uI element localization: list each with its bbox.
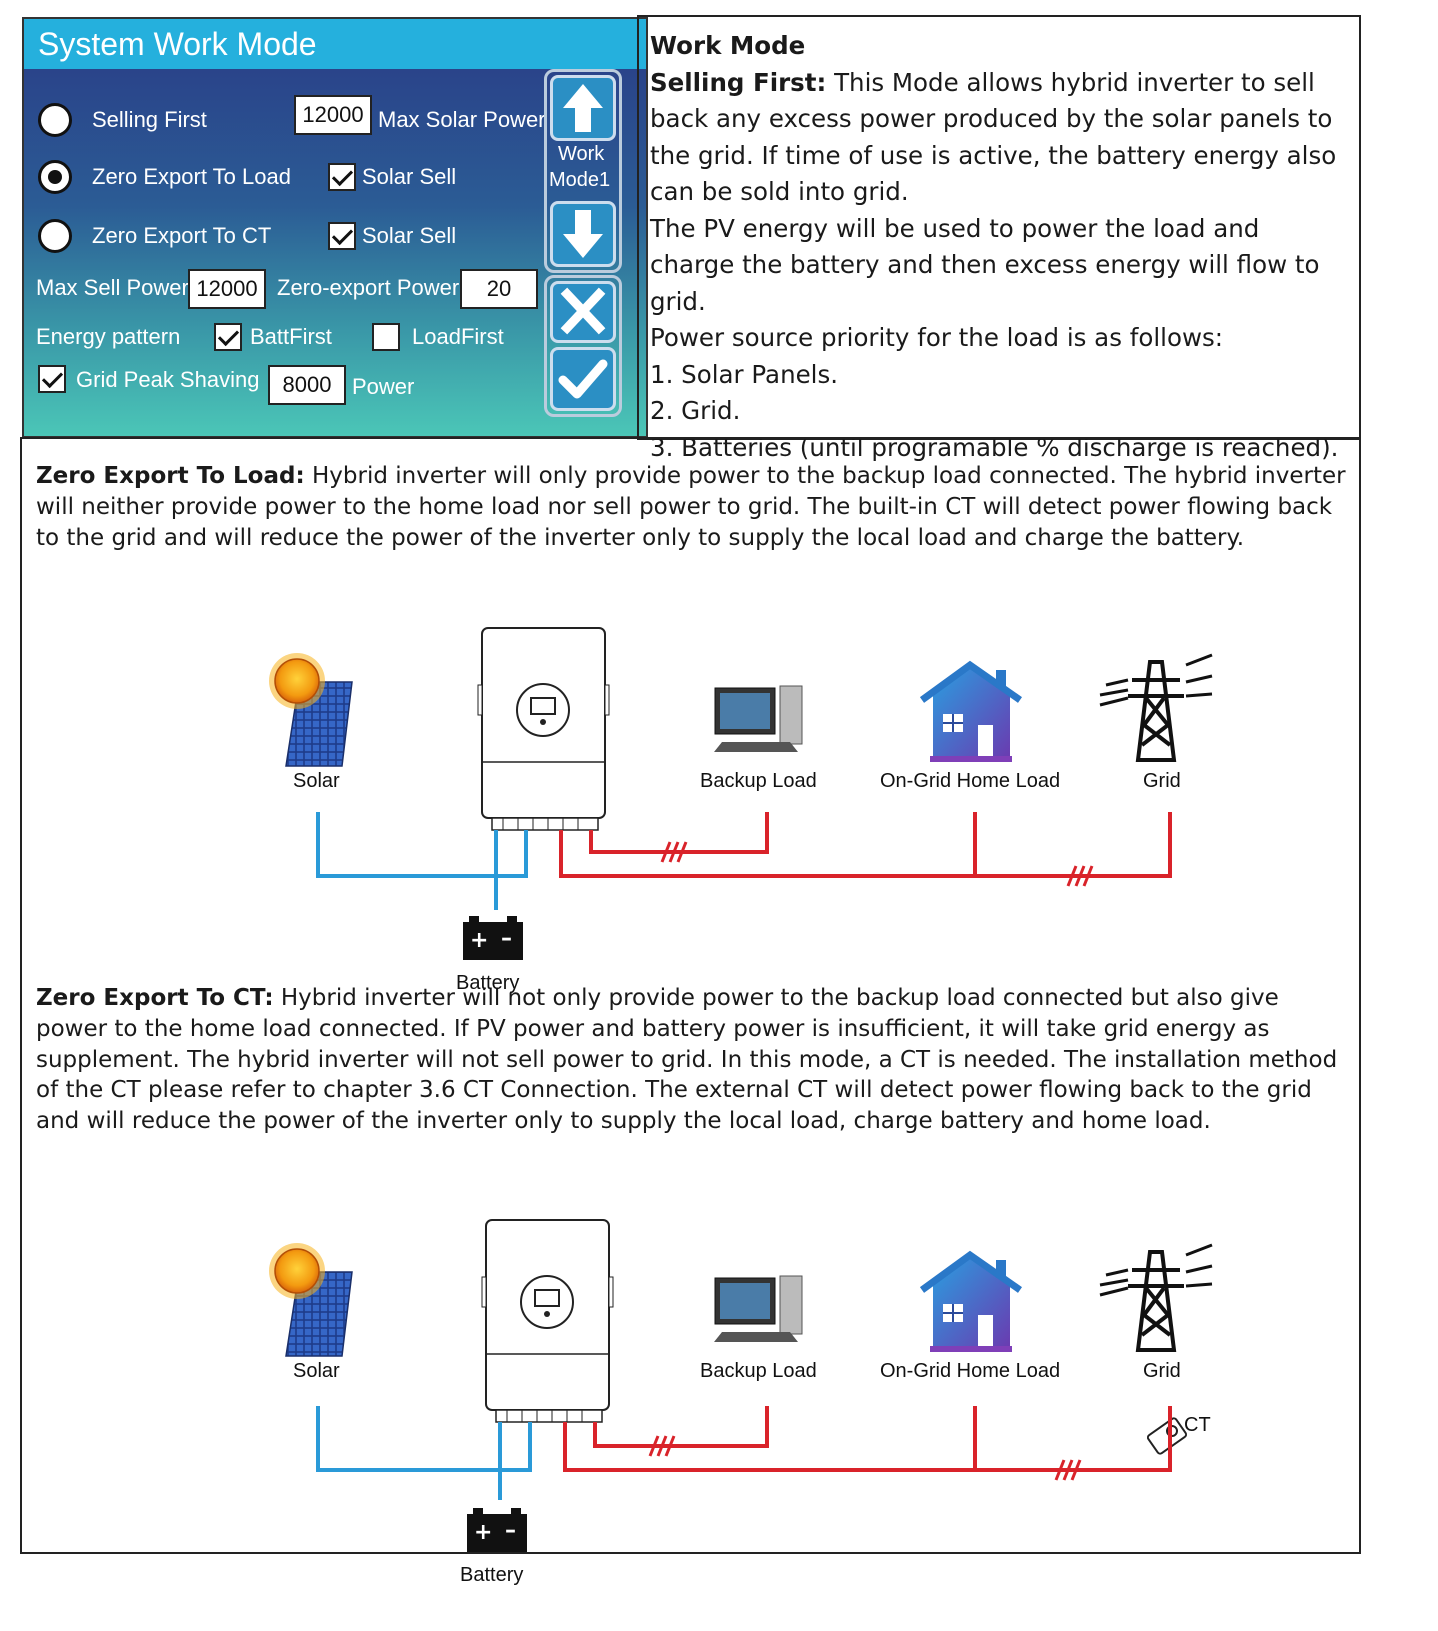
work-mode-label-1: Work (558, 143, 605, 165)
load-first-checkbox[interactable] (372, 323, 400, 351)
selling-first-title: Selling First: (650, 67, 827, 97)
page-up-button[interactable] (550, 75, 616, 141)
sun-icon-2 (269, 1243, 325, 1299)
selling-first-body: This Mode allows hybrid inverter to sell… (650, 67, 1337, 207)
zero-export-load-paragraph: Zero Export To Load: Hybrid inverter wil… (36, 461, 1354, 553)
solar-sell-checkbox-2[interactable] (328, 222, 356, 250)
zero-export-power-label: Zero-export Power (277, 275, 460, 300)
load-first-label: LoadFirst (412, 324, 504, 349)
priority-intro: Power source priority for the load is as… (650, 323, 1224, 352)
label-ct: CT (1184, 1414, 1211, 1436)
computer-icon (714, 685, 803, 752)
label-backup-load-1: Backup Load (700, 770, 817, 792)
diagram-zero-export-load: + – (269, 627, 1213, 960)
solar-sell-checkbox-1[interactable] (328, 163, 356, 191)
zero-export-ct-title: Zero Export To CT: (36, 985, 274, 1011)
page-down-button[interactable] (550, 201, 616, 267)
battery-icon: + – (463, 916, 523, 960)
grid-peak-shaving-checkbox[interactable] (38, 365, 66, 393)
grid-peak-shaving-label: Grid Peak Shaving (76, 367, 260, 392)
mode-label-zero-export-load: Zero Export To Load (92, 164, 291, 189)
zero-export-power-input[interactable]: 20 (460, 269, 538, 309)
panel-title: System Work Mode (24, 19, 646, 69)
arrow-up-icon (563, 84, 603, 132)
peak-power-input[interactable]: 8000 (268, 365, 346, 405)
work-mode-label-2: Mode1 (549, 169, 611, 191)
zero-export-ct-paragraph: Zero Export To CT: Hybrid inverter will … (36, 983, 1354, 1137)
dc-wiring-2 (316, 1406, 532, 1500)
house-icon (919, 660, 1023, 762)
selling-first-paragraph: Selling First: This Mode allows hybrid i… (650, 65, 1350, 211)
system-work-mode-panel: System Work Mode Selling First Zero Expo… (22, 17, 648, 438)
inverter-icon (477, 627, 610, 831)
cancel-button[interactable] (550, 281, 616, 343)
work-mode-description-box (637, 15, 1361, 440)
svg-text:+: + (470, 928, 488, 953)
max-sell-power-label: Max Sell Power (36, 275, 189, 300)
check-icon (558, 359, 608, 399)
ac-wiring (559, 812, 1172, 887)
energy-pattern-label: Energy pattern (36, 324, 181, 349)
transmission-tower-icon-2 (1099, 1243, 1213, 1352)
batt-first-label: BattFirst (250, 324, 332, 349)
label-backup-load-2: Backup Load (700, 1360, 817, 1382)
zero-export-ct-body: Hybrid inverter will not only provide po… (36, 985, 1338, 1135)
ct-clamp-icon (1146, 1417, 1188, 1455)
svg-text:–: – (501, 926, 512, 951)
confirm-button[interactable] (550, 347, 616, 411)
battery-icon-2: + – (467, 1508, 527, 1552)
work-mode-description: Work Mode Selling First: This Mode allow… (650, 28, 1350, 466)
max-solar-power-input[interactable]: 12000 (294, 95, 372, 135)
inverter-icon-2 (481, 1219, 614, 1423)
computer-icon-2 (714, 1275, 803, 1342)
zero-export-load-body: Hybrid inverter will only provide power … (36, 463, 1346, 551)
action-button-group (544, 275, 622, 417)
close-icon (560, 287, 606, 335)
svg-text:–: – (505, 1518, 516, 1543)
pv-energy-text: The PV energy will be used to power the … (650, 213, 1320, 316)
label-home-load-2: On-Grid Home Load (880, 1360, 1061, 1382)
svg-text:+: + (474, 1520, 492, 1545)
max-sell-power-input[interactable]: 12000 (188, 269, 266, 309)
priority-item-2: 2. Grid. (650, 396, 741, 425)
radio-zero-export-ct[interactable] (38, 219, 72, 253)
sun-icon (269, 653, 325, 709)
diagram-zero-export-ct: + – (269, 1219, 1213, 1552)
peak-power-label: Power (352, 374, 415, 399)
label-battery-2: Battery (460, 1564, 524, 1586)
zero-export-load-title: Zero Export To Load: (36, 463, 305, 489)
priority-item-1: 1. Solar Panels. (650, 359, 839, 389)
solar-sell-label-1: Solar Sell (362, 164, 457, 189)
label-solar-1: Solar (293, 770, 340, 792)
solar-sell-label-2: Solar Sell (362, 223, 457, 248)
label-solar-2: Solar (293, 1360, 340, 1382)
label-battery-1: Battery (456, 972, 520, 994)
label-grid-2: Grid (1143, 1360, 1181, 1382)
mode-label-selling-first: Selling First (92, 107, 207, 132)
radio-zero-export-load[interactable] (38, 160, 72, 194)
max-solar-power-label: Max Solar Power (378, 107, 546, 132)
mode-label-zero-export-ct: Zero Export To CT (92, 223, 272, 248)
ac-wiring-2 (563, 1406, 1172, 1481)
work-mode-heading: Work Mode (650, 31, 806, 60)
work-mode-nav-group (544, 69, 622, 273)
dc-wiring (316, 812, 528, 910)
radio-selling-first[interactable] (38, 103, 72, 137)
transmission-tower-icon (1099, 653, 1213, 762)
label-home-load-1: On-Grid Home Load (880, 770, 1061, 792)
batt-first-checkbox[interactable] (214, 323, 242, 351)
label-grid-1: Grid (1143, 770, 1181, 792)
zero-export-description-box (20, 437, 1361, 1554)
arrow-down-icon (563, 210, 603, 258)
house-icon-2 (919, 1250, 1023, 1352)
